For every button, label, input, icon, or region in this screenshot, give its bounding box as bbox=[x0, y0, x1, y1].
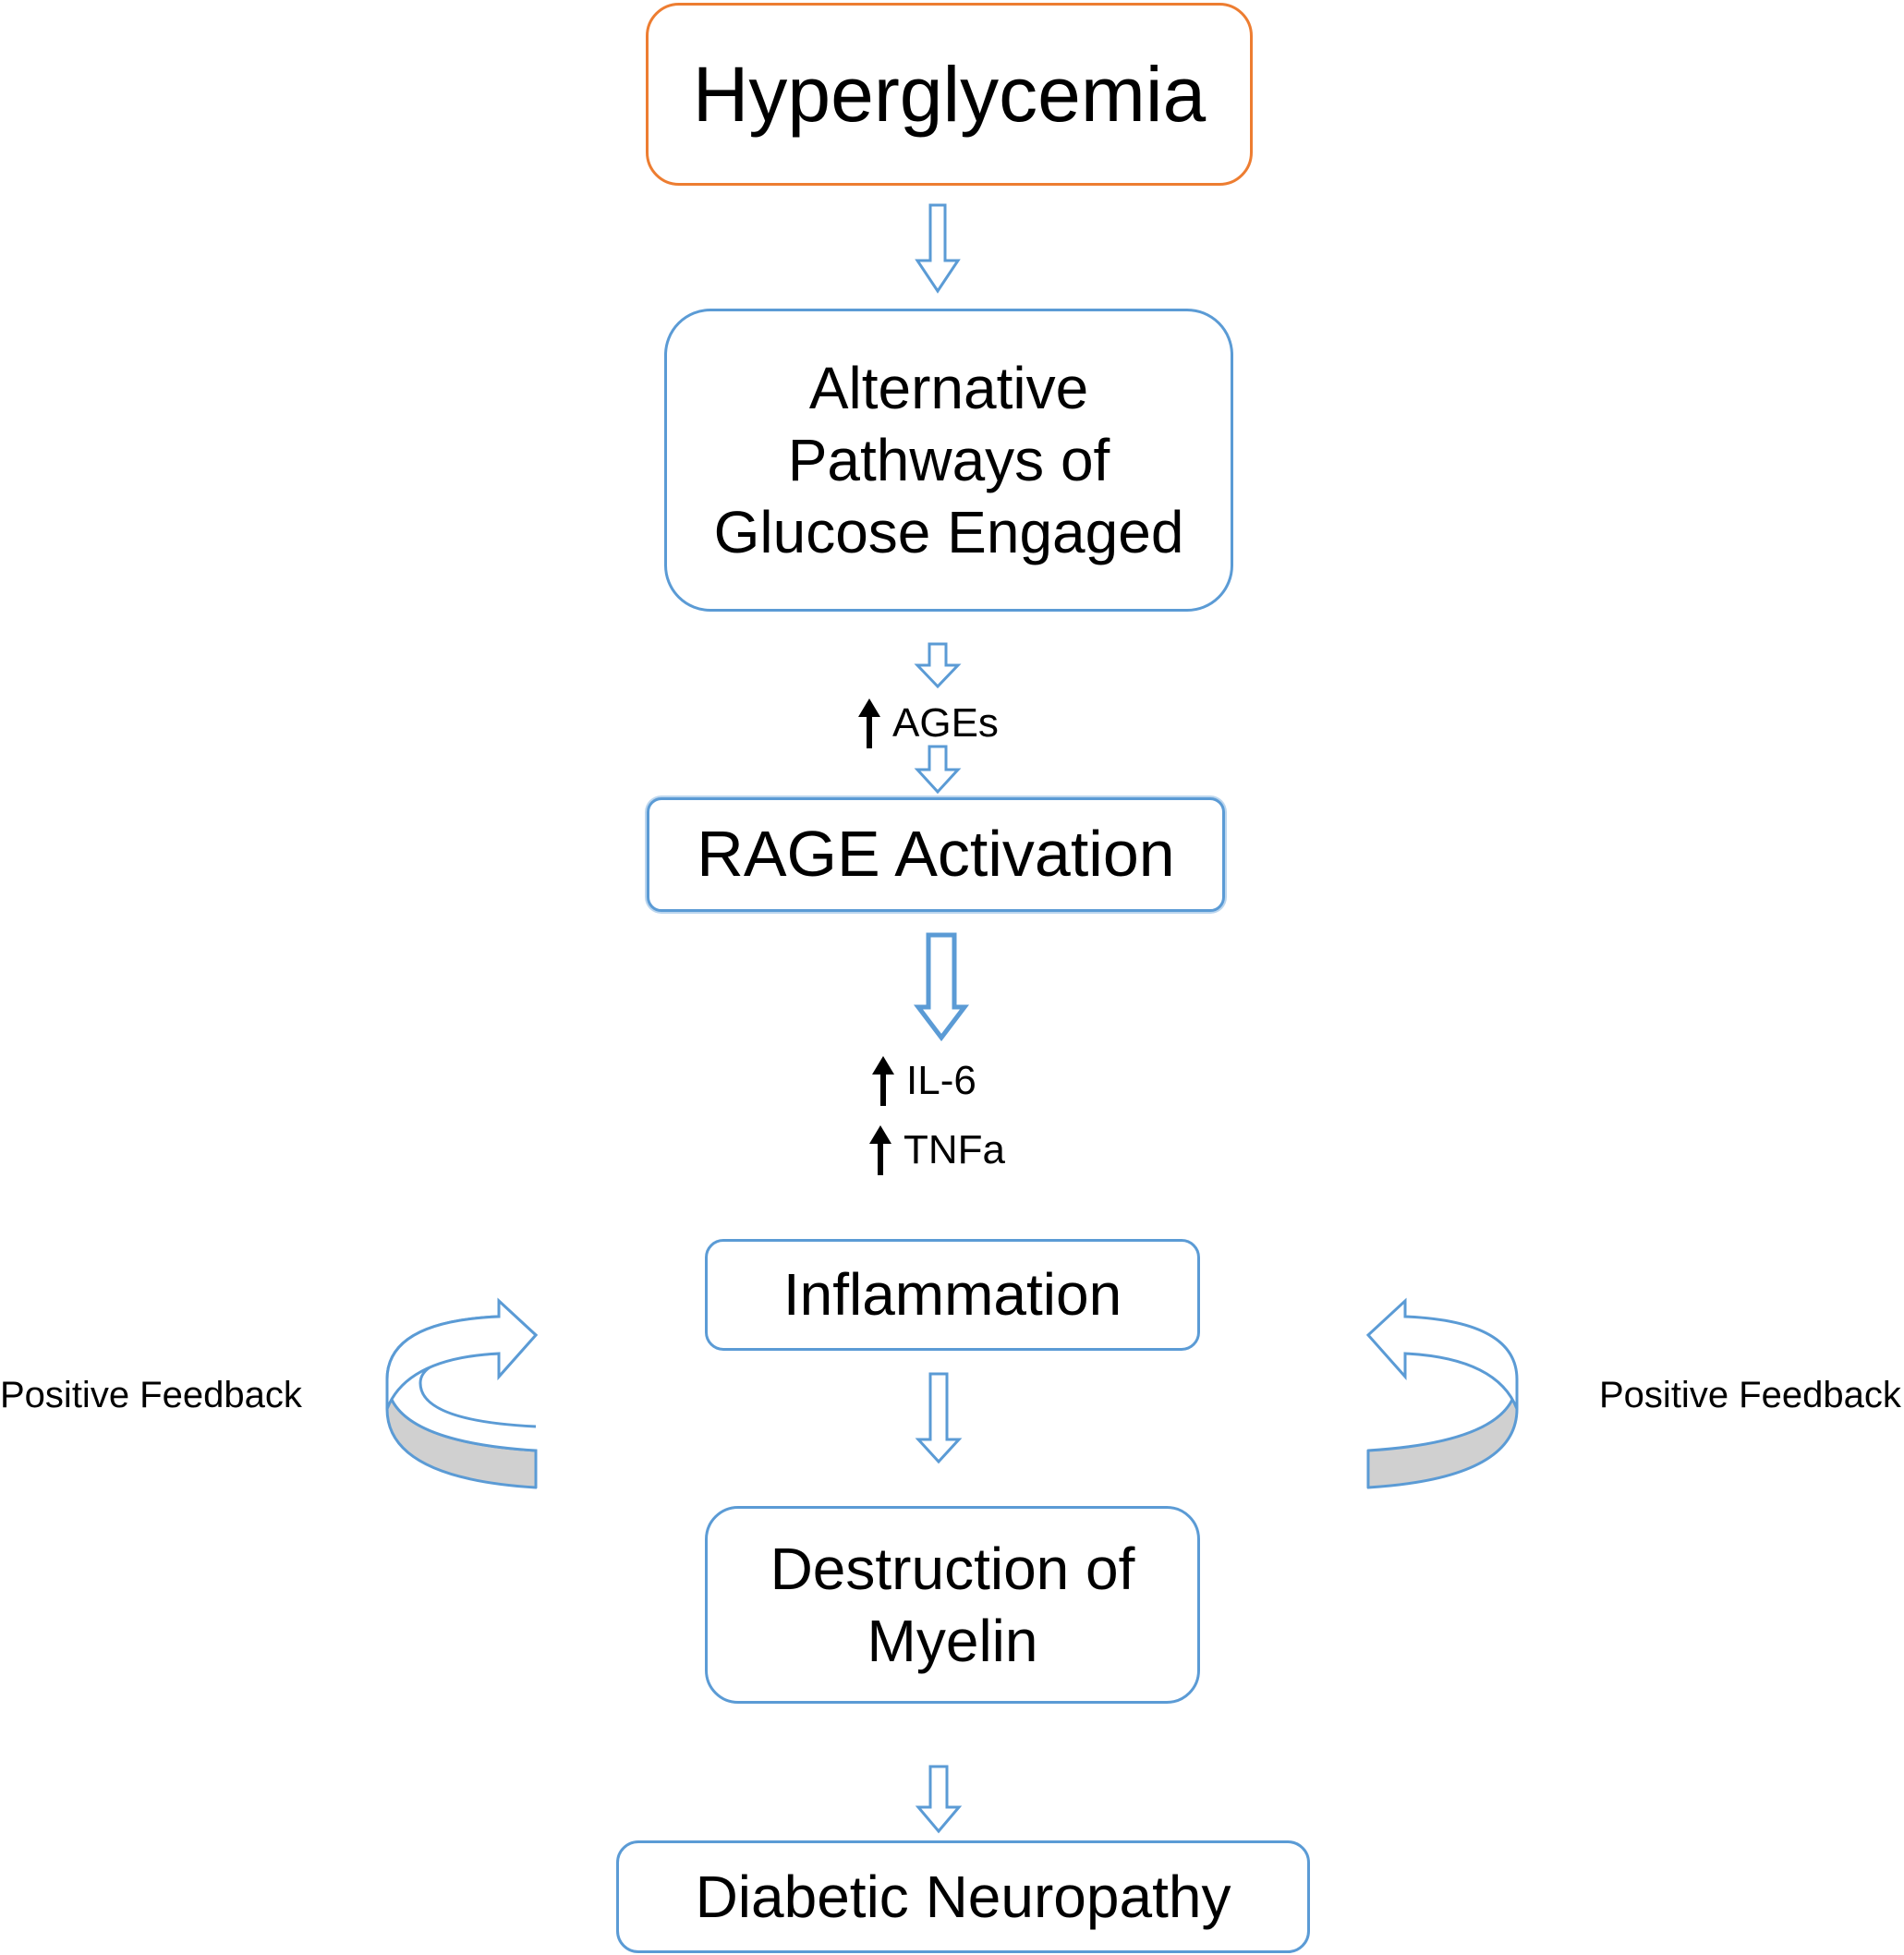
node-destruction-line-2: Myelin bbox=[867, 1608, 1038, 1674]
feedback-arrow-right-icon bbox=[1365, 1297, 1519, 1489]
positive-feedback-right-label: Positive Feedback bbox=[1599, 1375, 1901, 1415]
up-arrow-icon bbox=[872, 1056, 894, 1106]
marker-il6: IL-6 bbox=[871, 1056, 976, 1106]
flow-arrow-1 bbox=[915, 203, 961, 294]
node-alternative-pathways-line-2: Pathways of bbox=[787, 426, 1110, 493]
marker-ages-label: AGEs bbox=[892, 700, 999, 746]
up-arrow-icon bbox=[869, 1125, 891, 1175]
node-inflammation-label: Inflammation bbox=[782, 1261, 1122, 1329]
node-alternative-pathways: Alternative Pathways of Glucose Engaged bbox=[664, 309, 1233, 612]
flow-arrow-3 bbox=[914, 745, 962, 795]
node-hyperglycemia-label: Hyperglycemia bbox=[692, 50, 1207, 138]
node-rage-activation: RAGE Activation bbox=[647, 797, 1225, 912]
up-arrow-icon bbox=[858, 698, 880, 748]
node-diabetic-neuropathy: Diabetic Neuropathy bbox=[616, 1840, 1310, 1953]
marker-il6-label: IL-6 bbox=[906, 1058, 976, 1103]
node-inflammation: Inflammation bbox=[705, 1239, 1200, 1351]
flow-arrow-5 bbox=[915, 1372, 963, 1464]
node-diabetic-neuropathy-label: Diabetic Neuropathy bbox=[695, 1863, 1231, 1930]
flow-arrow-6 bbox=[915, 1765, 963, 1834]
node-destruction-line-1: Destruction of bbox=[770, 1535, 1135, 1602]
node-alternative-pathways-line-3: Glucose Engaged bbox=[713, 499, 1184, 566]
flow-arrow-2 bbox=[914, 642, 962, 689]
node-hyperglycemia: Hyperglycemia bbox=[646, 3, 1253, 186]
node-rage-activation-label: RAGE Activation bbox=[697, 818, 1175, 891]
marker-tnfa-label: TNFa bbox=[903, 1127, 1005, 1172]
node-destruction-of-myelin: Destruction of Myelin bbox=[705, 1506, 1200, 1704]
flow-arrow-4 bbox=[913, 932, 970, 1042]
node-alternative-pathways-line-1: Alternative bbox=[808, 354, 1089, 421]
feedback-arrow-left-icon bbox=[385, 1297, 539, 1489]
marker-tnfa: TNFa bbox=[868, 1125, 1005, 1175]
positive-feedback-left-label: Positive Feedback bbox=[0, 1375, 302, 1415]
marker-ages: AGEs bbox=[857, 698, 999, 748]
